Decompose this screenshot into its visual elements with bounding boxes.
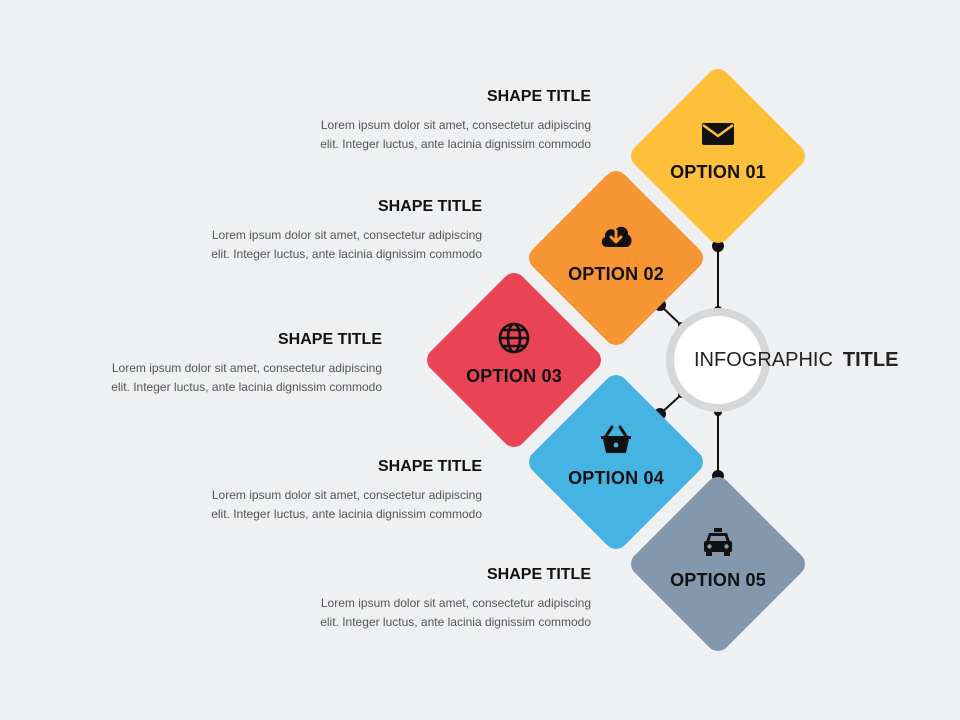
shape-title: SHAPE TITLE: [377, 458, 482, 475]
option-03-diamond[interactable]: OPTION 03: [422, 268, 606, 452]
title-light: INFOGRAPHIC: [694, 349, 833, 371]
shape-description: Lorem ipsum dolor sit amet, consectetur …: [320, 596, 591, 629]
cloud-download-icon: [598, 218, 634, 254]
option-02-diamond[interactable]: OPTION 02: [524, 166, 708, 350]
option-05-diamond[interactable]: OPTION 05: [626, 472, 810, 656]
center-circle: [674, 316, 762, 404]
shape-description: Lorem ipsum dolor sit amet, consectetur …: [211, 228, 482, 261]
shape-title: SHAPE TITLE: [377, 198, 482, 215]
option-04-label: OPTION 04: [568, 468, 664, 488]
shape-description: Lorem ipsum dolor sit amet, consectetur …: [320, 118, 591, 151]
shape-title: SHAPE TITLE: [277, 331, 382, 348]
option-04-diamond[interactable]: OPTION 04: [524, 370, 708, 554]
taxi-icon: [700, 524, 736, 560]
option-05-label: OPTION 05: [670, 570, 766, 590]
option-02-text: SHAPE TITLE Lorem ipsum dolor sit amet, …: [211, 198, 482, 264]
shape-title: SHAPE TITLE: [486, 566, 591, 583]
option-05-text: SHAPE TITLE Lorem ipsum dolor sit amet, …: [320, 566, 591, 632]
globe-icon: [496, 320, 532, 356]
option-02-label: OPTION 02: [568, 264, 664, 284]
shape-title: SHAPE TITLE: [486, 88, 591, 105]
option-01-diamond[interactable]: OPTION 01: [626, 64, 810, 248]
envelope-icon: [700, 116, 736, 152]
option-03-label: OPTION 03: [466, 366, 562, 386]
shopping-basket-icon: [598, 422, 634, 458]
center-ring: [666, 308, 770, 412]
option-03-text: SHAPE TITLE Lorem ipsum dolor sit amet, …: [111, 331, 382, 397]
infographic-title: INFOGRAPHIC TITLE: [694, 349, 898, 372]
shape-description: Lorem ipsum dolor sit amet, consectetur …: [211, 488, 482, 521]
title-bold: TITLE: [842, 349, 899, 371]
option-04-text: SHAPE TITLE Lorem ipsum dolor sit amet, …: [211, 458, 482, 524]
option-01-text: SHAPE TITLE Lorem ipsum dolor sit amet, …: [320, 88, 591, 154]
shape-description: Lorem ipsum dolor sit amet, consectetur …: [111, 361, 382, 394]
option-01-label: OPTION 01: [670, 162, 766, 182]
